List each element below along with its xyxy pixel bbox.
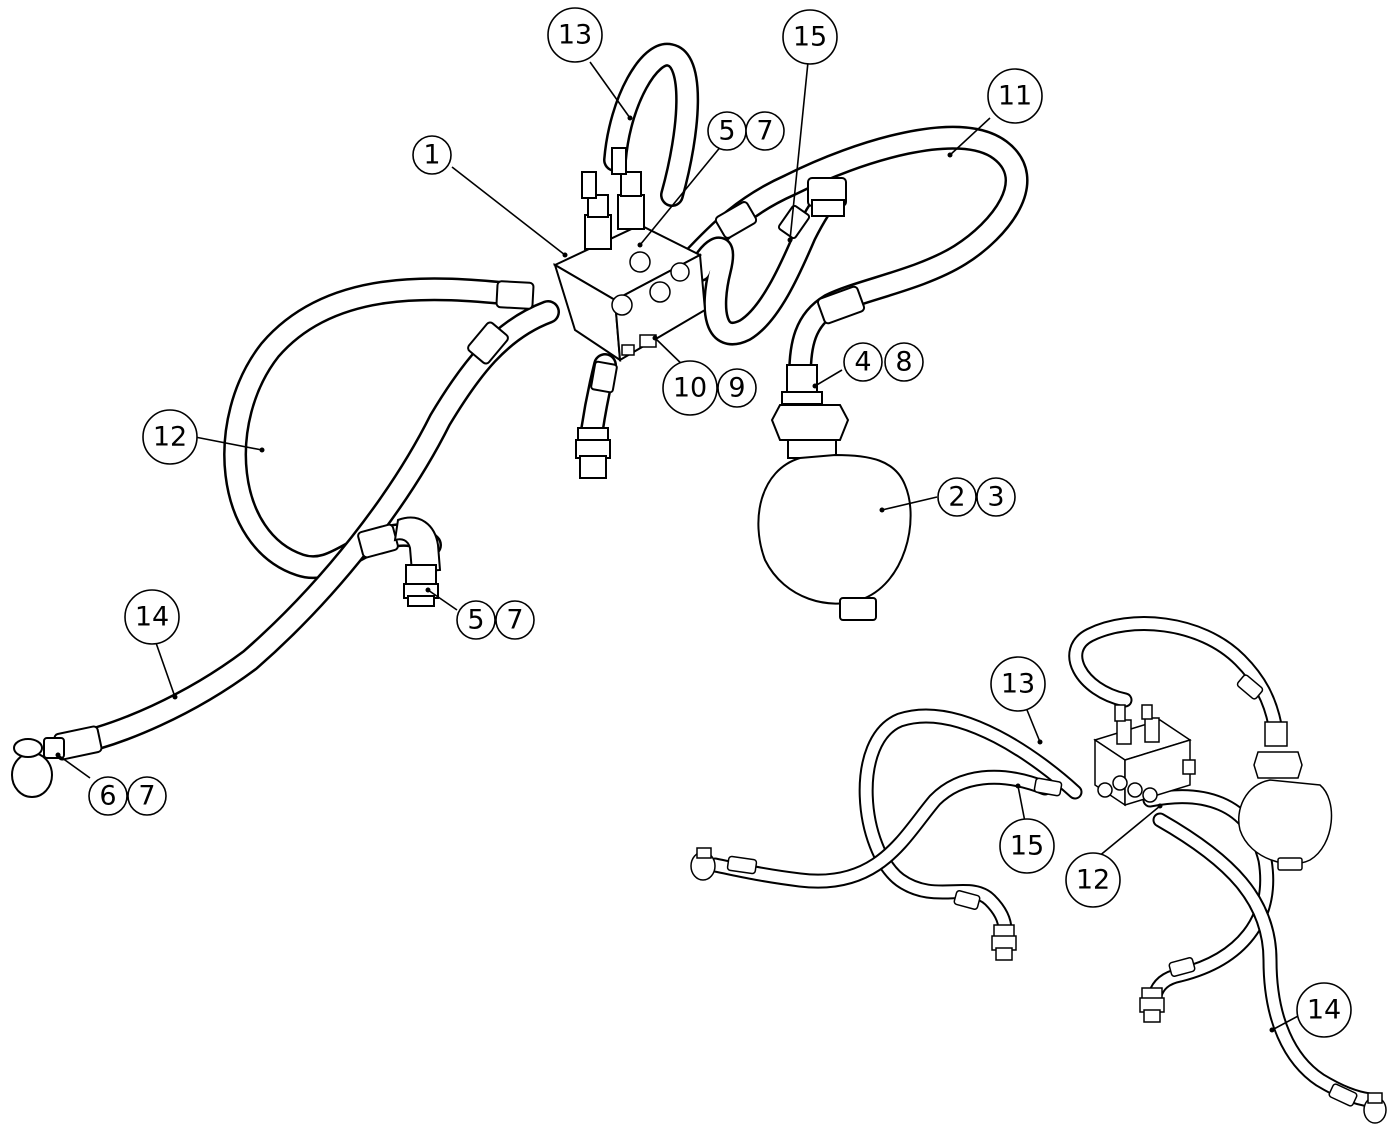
balloon-sec-15: 15 <box>999 818 1055 874</box>
balloon-label: 9 <box>728 373 745 404</box>
balloon-sec-13: 13 <box>990 656 1046 712</box>
balloon-label: 13 <box>558 20 592 51</box>
sec-manifold-block <box>1093 704 1196 807</box>
balloon-sec-12: 12 <box>1065 852 1121 908</box>
balloon-main-12: 12 <box>142 409 198 465</box>
fitting-elbow-bottom <box>393 516 442 607</box>
balloon-label: 12 <box>153 422 187 453</box>
banjo-fitting <box>11 737 65 798</box>
balloon-label: 6 <box>99 781 116 812</box>
fitting-top-right <box>807 177 847 217</box>
balloon-main-5-7-top: 5 7 <box>707 111 785 151</box>
ferrules <box>53 201 866 761</box>
leaders-secondary <box>1015 704 1301 1033</box>
hose-14 <box>58 300 560 757</box>
balloon-main-6-7: 6 7 <box>88 776 167 816</box>
block-valves <box>581 147 645 250</box>
sec-ferrules <box>726 674 1358 1107</box>
accumulator <box>757 364 912 621</box>
balloon-label: 8 <box>895 347 912 378</box>
sec-end-fittings <box>690 847 1387 1124</box>
sec-accumulator <box>1238 721 1333 871</box>
sec-hoses <box>707 616 1378 1108</box>
balloon-main-13: 13 <box>547 7 603 63</box>
balloon-label: 11 <box>998 81 1032 112</box>
balloon-label: 7 <box>138 781 155 812</box>
balloon-label: 2 <box>948 482 965 513</box>
balloon-label: 7 <box>506 605 523 636</box>
balloon-main-5-7-bottom: 5 7 <box>456 600 535 640</box>
balloon-label: 15 <box>793 22 827 53</box>
balloon-label: 4 <box>854 347 871 378</box>
balloon-sec-14: 14 <box>1296 982 1352 1038</box>
balloon-label: 1 <box>423 140 440 171</box>
secondary-view: 13 15 12 14 <box>690 616 1387 1124</box>
balloon-main-15: 15 <box>782 9 838 65</box>
balloon-label: 13 <box>1001 669 1035 700</box>
balloon-main-11: 11 <box>987 68 1043 124</box>
balloon-label: 14 <box>1307 995 1341 1026</box>
balloon-label: 15 <box>1010 831 1044 862</box>
balloon-main-14: 14 <box>124 589 180 645</box>
balloon-label: 7 <box>756 116 773 147</box>
balloon-main-2-3: 2 3 <box>937 477 1016 517</box>
hose-15 <box>688 183 842 346</box>
balloon-label: 12 <box>1076 865 1110 896</box>
balloon-label: 14 <box>135 602 169 633</box>
balloon-main-4-8: 4 8 <box>843 342 924 382</box>
balloon-main-1: 1 <box>412 135 452 175</box>
balloon-label: 3 <box>987 482 1004 513</box>
balloon-label: 5 <box>718 116 735 147</box>
balloon-main-10-9: 10 9 <box>662 360 757 416</box>
balloon-label: 5 <box>467 605 484 636</box>
hose-13 <box>603 42 700 207</box>
main-view: 1 13 15 11 5 7 10 9 4 8 2 3 12 5 <box>11 7 1043 816</box>
balloon-label: 10 <box>673 373 707 404</box>
leaders-main <box>55 61 991 779</box>
fitting-lower-left <box>575 427 611 479</box>
manifold-block <box>552 223 707 362</box>
